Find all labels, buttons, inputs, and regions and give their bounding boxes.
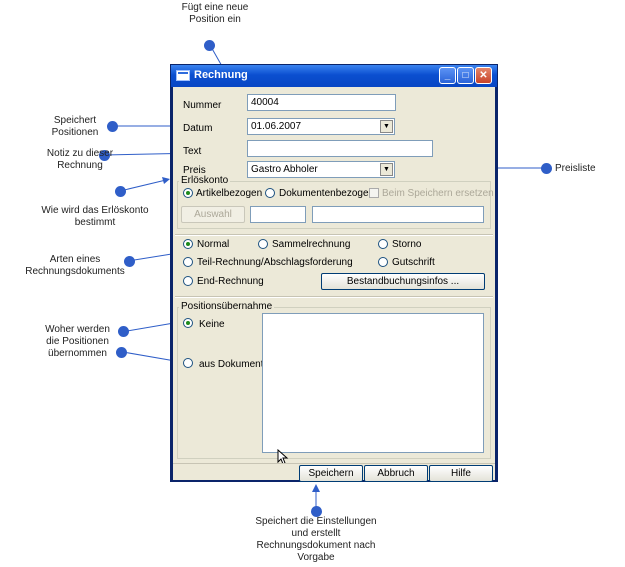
gutschrift-label[interactable]: Gutschrift [392,257,435,268]
aus-dokument-label[interactable]: aus Dokument [199,359,264,370]
arrow-speichern [312,484,320,492]
erloeskonto-title: Erlöskonto [179,175,231,186]
dot-arten [124,256,135,267]
auswahl-button[interactable]: Auswahl [181,206,245,223]
chevron-down-icon[interactable]: ▼ [380,120,393,133]
radio-sammelrechnung[interactable] [258,239,268,249]
normal-label[interactable]: Normal [197,239,230,250]
text-field[interactable] [247,140,433,157]
callout-arten: Arten eines Rechnungsdokuments [25,254,125,277]
radio-storno[interactable] [378,239,388,249]
radio-teilrechnung[interactable] [183,257,193,267]
datum-dropdown[interactable]: 01.06.2007 ▼ [247,118,395,135]
nummer-field[interactable]: 40004 [247,94,396,111]
maximize-button[interactable]: □ [457,67,474,84]
radio-artikelbezogen[interactable] [183,188,193,198]
radio-normal[interactable] [183,239,193,249]
callout-notiz: Notiz zu dieser Rechnung [46,148,114,171]
erloeskonto-group [177,181,491,229]
preis-dropdown[interactable]: Gastro Abholer ▼ [247,161,395,178]
nummer-label: Nummer [183,100,222,111]
dokumentenbezogen-label[interactable]: Dokumentenbezogen [279,188,375,199]
radio-dokumentenbezogen[interactable] [265,188,275,198]
window-icon [176,70,190,81]
radio-keine[interactable] [183,318,193,328]
line-woher-keine [126,322,175,332]
window-title: Rechnung [194,69,248,81]
preis-label: Preis [183,165,206,176]
dokument-listbox[interactable] [262,313,484,453]
callout-neue-position: Fügt eine neue Position ein [181,2,249,25]
endrechnung-label[interactable]: End-Rechnung [197,276,264,287]
checkbox-beim-speichern[interactable] [369,188,379,198]
dot-erloeskonto [115,186,126,197]
minimize-button[interactable]: _ [439,67,456,84]
separator-2 [175,296,493,298]
callout-preisliste: Preisliste [555,163,596,174]
dot-woher-dokument [116,347,127,358]
storno-label[interactable]: Storno [392,239,422,250]
close-button[interactable]: ✕ [475,67,492,84]
callout-speichert-positionen: Speichert Positionen [51,115,99,138]
dot-speichert-positionen [107,121,118,132]
radio-aus-dokument[interactable] [183,358,193,368]
speichern-button[interactable]: Speichern [299,465,363,482]
window-client: Nummer 40004 Datum 01.06.2007 ▼ Text Pre… [173,87,495,482]
positionsuebernahme-title: Positionsübernahme [179,301,275,312]
arrow-erloeskonto [162,177,170,184]
bestandbuchungsinfos-button[interactable]: Bestandbuchungsinfos ... [321,273,485,290]
rechnung-window: Rechnung _ □ ✕ Nummer 40004 Datum 01.06.… [170,64,498,482]
positionsuebernahme-group [177,307,491,459]
separator-1 [175,234,493,236]
erloeskonto-desc-field[interactable] [312,206,484,223]
callout-speichert-einstellungen: Speichert die Einstellungen und erstellt… [255,516,377,563]
chevron-down-icon[interactable]: ▼ [380,163,393,176]
line-erloeskonto [119,179,167,192]
keine-label[interactable]: Keine [199,319,225,330]
dot-speichern [311,506,322,517]
abbruch-button[interactable]: Abbruch [364,465,428,482]
title-bar[interactable]: Rechnung _ □ ✕ [171,65,497,87]
dot-woher-keine [118,326,129,337]
text-label: Text [183,146,202,157]
dot-neue-position [204,40,215,51]
preis-value: Gastro Abholer [251,164,318,175]
datum-label: Datum [183,123,213,134]
erloeskonto-code-field[interactable] [250,206,306,223]
dot-preisliste [541,163,552,174]
beim-speichern-label: Beim Speichern ersetzen [382,188,494,199]
callout-woher: Woher werden die Positionen übernommen [45,324,110,359]
line-arten [127,252,179,262]
datum-value: 01.06.2007 [251,121,302,132]
dot-notiz [99,150,110,161]
radio-endrechnung[interactable] [183,276,193,286]
callout-erloeskonto: Wie wird das Erlöskonto bestimmt [41,205,149,228]
sammelrechnung-label[interactable]: Sammelrechnung [272,239,351,250]
artikelbezogen-label[interactable]: Artikelbezogen [196,188,263,199]
teilrechnung-label[interactable]: Teil-Rechnung/Abschlagsforderung [197,257,353,268]
radio-gutschrift[interactable] [378,257,388,267]
hilfe-button[interactable]: Hilfe [429,465,493,482]
